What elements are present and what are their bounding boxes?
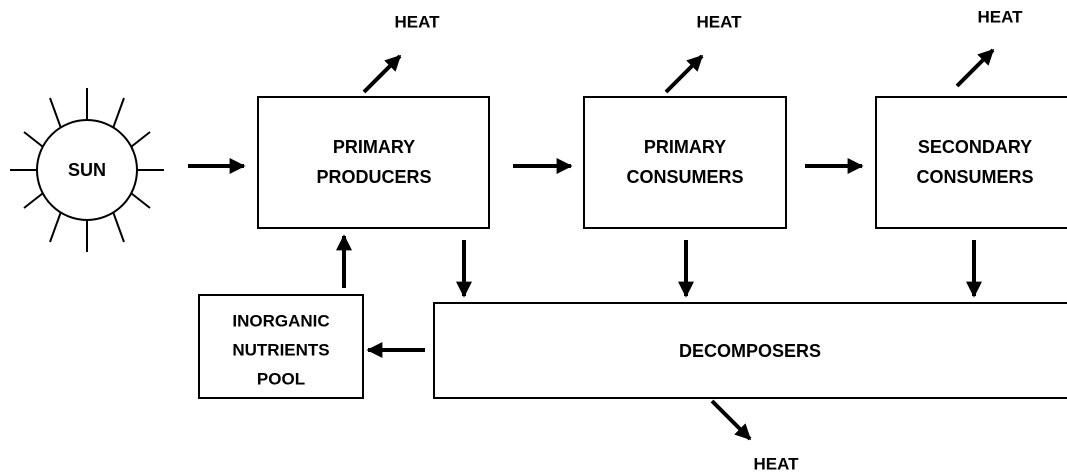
node-inorganic-nutrients-pool: INORGANIC NUTRIENTS POOL <box>198 294 364 399</box>
heat-arrow-producers <box>362 54 402 94</box>
heat-label-decomposers: HEAT <box>753 454 799 473</box>
sun-circle <box>36 119 138 221</box>
inorganic-pool-box <box>198 294 364 399</box>
sun: SUN <box>10 88 164 252</box>
secondary-consumers-box <box>875 96 1067 229</box>
node-decomposers: DECOMPOSERS <box>433 302 1067 399</box>
inorganic-pool-label-line2: NUTRIENTS <box>232 340 329 359</box>
node-primary-consumers: PRIMARY CONSUMERS <box>583 96 787 229</box>
node-primary-producers: PRIMARY PRODUCERS <box>257 96 490 229</box>
primary-producers-box <box>257 96 490 229</box>
primary-consumers-label-line1: PRIMARY <box>644 137 726 157</box>
primary-consumers-label-line2: CONSUMERS <box>626 167 743 187</box>
sun-label: SUN <box>68 160 106 180</box>
primary-producers-label-line1: PRIMARY <box>333 137 415 157</box>
heat-outputs: HEAT HEAT HEAT HEAT <box>362 7 1023 473</box>
decomposers-label: DECOMPOSERS <box>679 341 821 361</box>
flow-arrows <box>188 158 982 358</box>
primary-consumers-box <box>583 96 787 229</box>
heat-arrow-secondary-consumers <box>955 48 995 88</box>
sun-rays <box>10 88 164 252</box>
secondary-consumers-label-line1: SECONDARY <box>918 137 1032 157</box>
primary-producers-label-line2: PRODUCERS <box>316 167 431 187</box>
inorganic-pool-label-line1: INORGANIC <box>232 311 329 330</box>
heat-label-primary-consumers: HEAT <box>696 12 742 31</box>
secondary-consumers-label-line2: CONSUMERS <box>916 167 1033 187</box>
decomposers-box <box>433 302 1067 399</box>
heat-label-secondary-consumers: HEAT <box>977 7 1023 26</box>
heat-label-producers: HEAT <box>394 12 440 31</box>
inorganic-pool-label-line3: POOL <box>257 369 305 388</box>
node-secondary-consumers: SECONDARY CONSUMERS <box>875 96 1067 229</box>
heat-arrow-primary-consumers <box>664 54 704 94</box>
heat-arrow-decomposers <box>710 399 752 441</box>
